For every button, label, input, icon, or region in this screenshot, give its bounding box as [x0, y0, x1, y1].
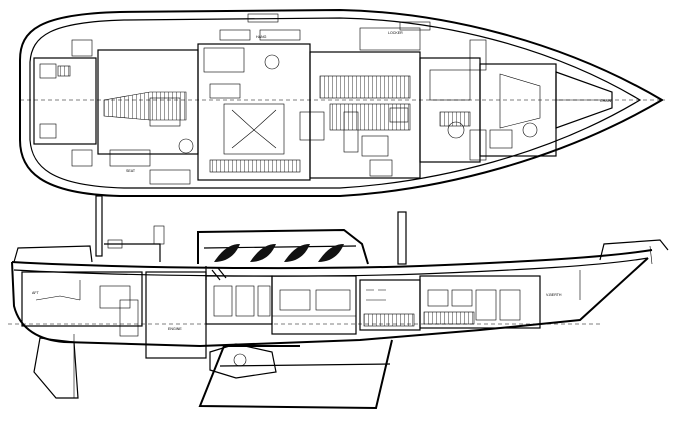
svg-text:LOCKER: LOCKER — [388, 31, 403, 35]
keel — [198, 339, 393, 410]
svg-text:ENGINE: ENGINE — [168, 327, 182, 331]
mizzen-mast — [95, 195, 103, 257]
sheer-line — [11, 249, 653, 270]
hull-profile — [11, 257, 649, 348]
forward-head — [419, 57, 481, 163]
stern-pulpit — [13, 245, 93, 263]
rudder — [33, 337, 79, 399]
svg-text:SEAT: SEAT — [126, 169, 136, 173]
cockpit — [33, 57, 97, 145]
saloon-profile — [271, 275, 357, 335]
hull-outline-plan — [19, 8, 664, 197]
forward-cabin — [479, 63, 557, 157]
bow-pulpit — [599, 239, 669, 261]
aft-cabin-profile — [21, 271, 143, 327]
forward-cabin-profile — [419, 275, 541, 329]
inboard-profile: V-BERTH AFT ENGINE — [8, 195, 669, 410]
svg-text:V-BERTH: V-BERTH — [546, 293, 562, 297]
svg-text:AFT: AFT — [32, 291, 40, 295]
accommodation-plan: LOCKER CHAIN SEAT HANG — [19, 8, 665, 197]
main-mast — [397, 211, 407, 265]
v-berth — [555, 71, 613, 129]
svg-text:CHAIN: CHAIN — [600, 99, 612, 103]
galley-profile — [205, 275, 273, 325]
svg-text:HANG: HANG — [256, 35, 267, 39]
galley — [197, 43, 311, 181]
deckhouse — [197, 228, 369, 265]
